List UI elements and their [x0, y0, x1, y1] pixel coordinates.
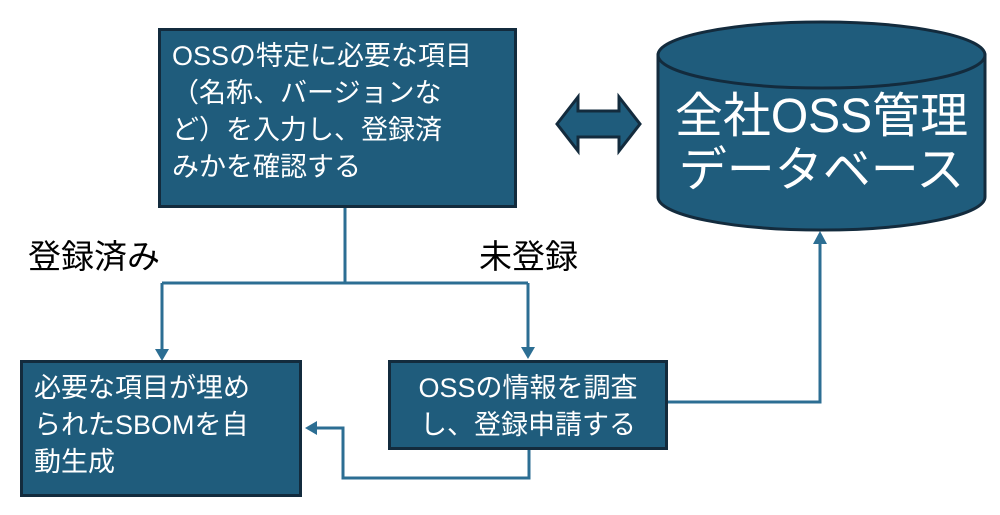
- node-database-line: 全社OSS管理: [674, 90, 969, 143]
- node-investigate-register: OSSの情報を調査 し、登録申請する: [388, 360, 668, 450]
- database-cylinder-body: [656, 53, 987, 232]
- node-check-registration-line: ど）を入力し、登録済: [172, 115, 442, 145]
- node-check-registration-line: みかを確認する: [172, 152, 361, 182]
- node-investigate-register-line: し、登録申請する: [420, 410, 636, 440]
- bidirectional-arrow-icon: [555, 92, 642, 156]
- node-generate-sbom-line: られたSBOMを自: [34, 410, 249, 440]
- connector-investigate-to-database: [668, 243, 822, 404]
- node-generate-sbom-line: 必要な項目が埋め: [34, 373, 250, 403]
- node-generate-sbom: 必要な項目が埋め られたSBOMを自 動生成: [20, 360, 302, 497]
- arrowhead-down-registered-icon: [155, 349, 169, 361]
- node-investigate-register-line: OSSの情報を調査: [418, 373, 638, 403]
- node-database-label: 全社OSS管理 データベース: [658, 90, 985, 198]
- branch-label-registered: 登録済み: [28, 238, 160, 275]
- arrowhead-left-to-sbom-icon: [305, 421, 317, 435]
- node-check-registration-line: OSSの特定に必要な項目: [172, 41, 473, 71]
- node-check-registration-line: （名称、バージョンな: [172, 78, 442, 108]
- node-database-line: データベース: [678, 144, 965, 197]
- branch-label-unregistered: 未登録: [479, 238, 578, 275]
- node-check-registration: OSSの特定に必要な項目 （名称、バージョンな ど）を入力し、登録済 みかを確認…: [158, 28, 517, 208]
- arrowhead-up-to-database-icon: [813, 231, 827, 244]
- arrowhead-down-unregistered-icon: [521, 347, 535, 359]
- connector-investigate-to-sbom: [317, 426, 531, 480]
- node-generate-sbom-line: 動生成: [34, 447, 115, 477]
- database-cylinder: [656, 20, 987, 232]
- database-cylinder-top: [656, 20, 987, 90]
